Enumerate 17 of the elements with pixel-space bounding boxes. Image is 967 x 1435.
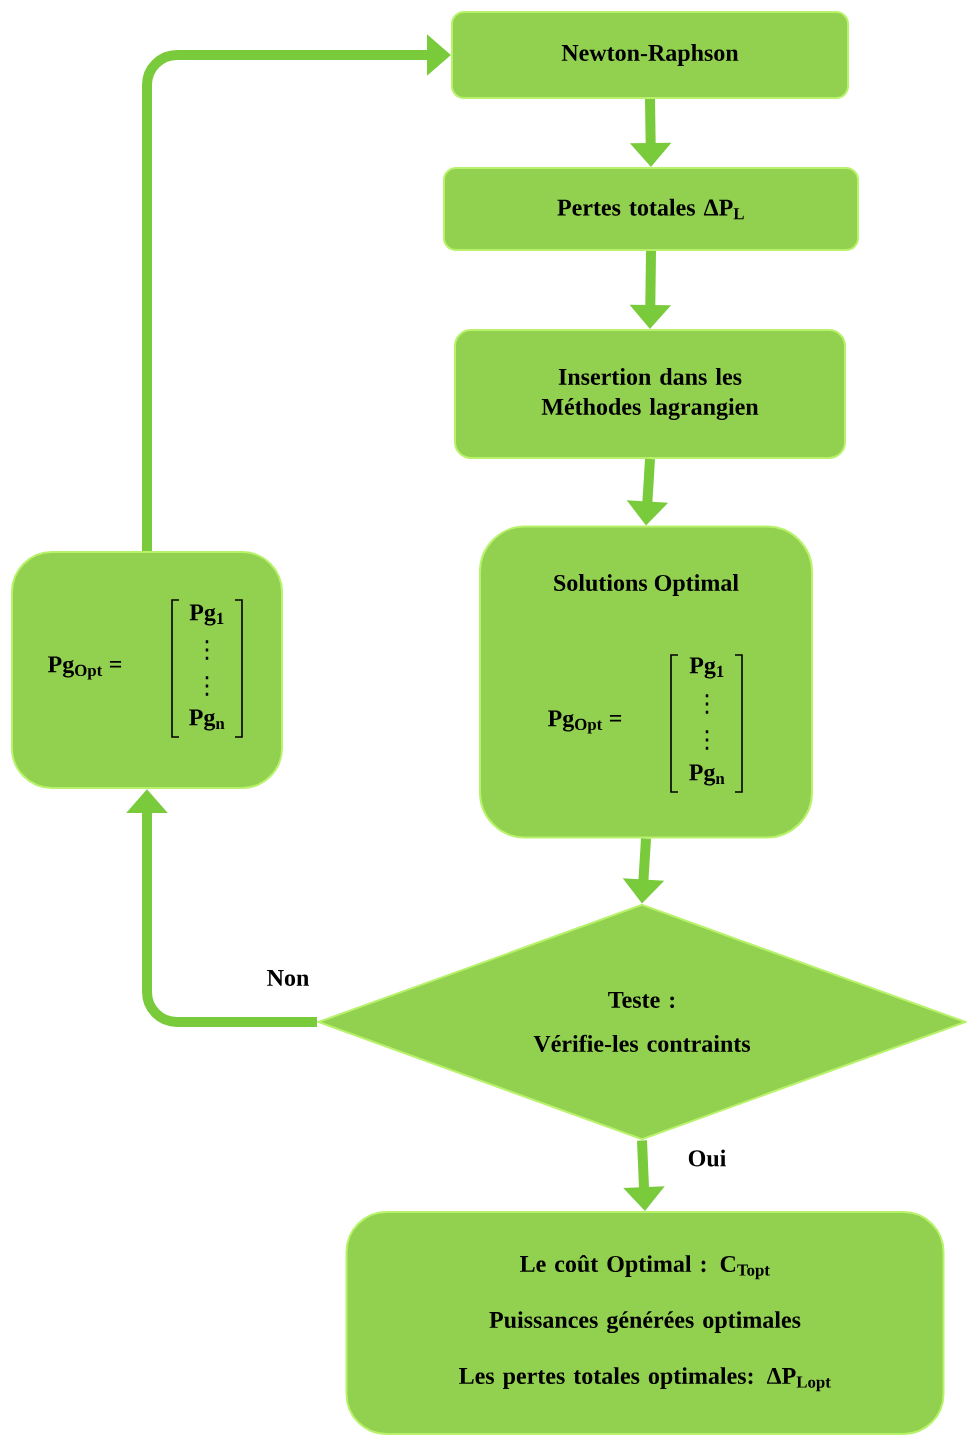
vertical-dots: ⋮ [705, 694, 709, 714]
vertical-dots: ⋮ [205, 640, 209, 660]
edge-label: Non [267, 970, 309, 986]
matrix-entry: Pg$_{n}$ [689, 764, 725, 786]
process-box: Newton-Raphson [451, 11, 849, 99]
matrix-entry: Pg$_{1}$ [689, 657, 724, 679]
process-box: Pertes totales ΔP$_{L}$ [443, 167, 859, 251]
formula-text: Pg$_{Opt}$ = [48, 656, 122, 680]
process-box: Le coût Optimal : C$_{Topt}$ Puissances générées optimales Les pertes totales optimales: ΔP$_{Lopt}$ [345, 1211, 945, 1435]
vertical-dots: ⋮ [705, 730, 709, 750]
edge-label: Oui [688, 1149, 726, 1167]
vertical-dots: ⋮ [205, 676, 209, 696]
formula-text: Pg$_{1}$ [189, 604, 224, 626]
box-heading: Solutions Optimal [554, 574, 739, 596]
formula-text: Pg$_{Opt}$ = [548, 710, 622, 734]
process-box: Insertion dans les Méthodes lagrangien [454, 329, 846, 459]
matrix-entry: Pg$_{n}$ [189, 709, 225, 731]
